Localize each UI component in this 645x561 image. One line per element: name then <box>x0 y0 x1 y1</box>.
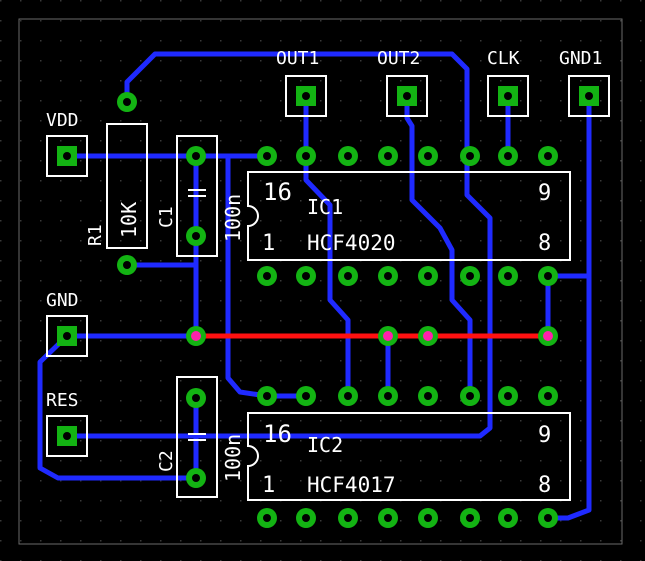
via-mid-2 <box>418 326 438 346</box>
c1-pad-2 <box>186 226 206 246</box>
out1-outline <box>285 75 327 117</box>
trace-r1-top <box>66 51 493 439</box>
c2-pad-1 <box>186 388 206 408</box>
ic2-pin-bottom-8 <box>538 508 558 528</box>
ic2-pin16-label: 16 <box>263 420 292 448</box>
r1-value: 10K <box>117 202 141 238</box>
ic1-pin16-label: 16 <box>263 178 292 206</box>
label-res: RES <box>46 390 79 411</box>
silkscreen-text: VDD GND RES OUT1 OUT2 CLK GND1 R1 10K C1… <box>46 48 602 498</box>
ic2-pin1-label: 1 <box>262 473 275 498</box>
r1-ref: R1 <box>85 224 106 246</box>
ic1-pin-bottom-1 <box>257 266 277 286</box>
label-clk: CLK <box>487 48 520 69</box>
pad-out1 <box>296 86 316 106</box>
ic2-pin-top-6 <box>460 386 480 406</box>
r1-pad-2 <box>117 255 137 275</box>
ic2-ref: IC2 <box>307 433 343 457</box>
c2-ref: C2 <box>156 450 177 472</box>
ic1-pin1-label: 1 <box>262 231 275 256</box>
r1-outline <box>106 123 148 249</box>
ic2-pin-top-4 <box>378 386 398 406</box>
trace-out2 <box>404 93 473 399</box>
c1-pad-1 <box>186 146 206 166</box>
ic1-pin-bottom-7 <box>498 266 518 286</box>
ic1-pin-top-4 <box>378 146 398 166</box>
ic1-pin-bottom-8 <box>538 266 558 286</box>
ic2-pin8-label: 8 <box>538 473 551 498</box>
c1-value: 100n <box>221 194 245 242</box>
ic2-pin9-label: 9 <box>538 423 551 448</box>
ic2-pin-top-7 <box>498 386 518 406</box>
c2-pad-2 <box>186 468 206 488</box>
pad-out2 <box>397 86 417 106</box>
silkscreen-outlines <box>46 75 610 501</box>
via-right <box>538 326 558 346</box>
ic1-pin-top-8 <box>538 146 558 166</box>
clk-outline <box>487 75 529 117</box>
ic1-outline <box>247 171 571 261</box>
ic2-pin-bottom-1 <box>257 508 277 528</box>
ic1-pin9-label: 9 <box>538 181 551 206</box>
ic1-pin-bottom-4 <box>378 266 398 286</box>
board-outline <box>18 18 623 545</box>
trace-ic1-pin16-ic2 <box>225 153 270 399</box>
ic2-pin-bottom-5 <box>418 508 438 528</box>
gnd1-outline <box>568 75 610 117</box>
ic2-pin-bottom-7 <box>498 508 518 528</box>
label-vdd: VDD <box>46 110 79 131</box>
c1-outline <box>176 135 218 257</box>
ic2-outline <box>247 412 571 501</box>
c2-value: 100n <box>221 434 245 482</box>
pad-clk <box>498 86 518 106</box>
label-gnd: GND <box>46 290 79 311</box>
ic2-pin-bottom-4 <box>378 508 398 528</box>
pad-res <box>57 426 77 446</box>
pad-vdd <box>57 146 77 166</box>
vdd-outline <box>46 135 88 177</box>
c2-outline <box>176 376 218 498</box>
label-out2: OUT2 <box>377 48 420 69</box>
ic2-pin-top-1 <box>257 386 277 406</box>
ic1-pin-bottom-2 <box>296 266 316 286</box>
ic1-pin-top-3 <box>338 146 358 166</box>
ic1-pin-top-7 <box>498 146 518 166</box>
ic1-ref: IC1 <box>307 195 343 219</box>
ic2-pin-bottom-3 <box>338 508 358 528</box>
via-c1-gnd <box>186 326 206 346</box>
out2-outline <box>386 75 428 117</box>
pads <box>57 86 599 446</box>
component-pads <box>117 92 558 528</box>
ic2-pin-bottom-6 <box>460 508 480 528</box>
ic1-pin-top-2 <box>296 146 316 166</box>
pad-gnd1 <box>579 86 599 106</box>
res-outline <box>46 415 88 457</box>
ic2-pin-bottom-2 <box>296 508 316 528</box>
ic1-pin-top-6 <box>460 146 480 166</box>
pad-gnd <box>57 326 77 346</box>
gnd-outline <box>46 315 88 357</box>
ic1-pin-top-5 <box>418 146 438 166</box>
via-mid-1 <box>378 326 398 346</box>
label-gnd1: GND1 <box>559 48 602 69</box>
ic2-pin-top-3 <box>338 386 358 406</box>
ic2-pin-top-5 <box>418 386 438 406</box>
ic1-part: HCF4020 <box>307 231 396 255</box>
ic1-pin8-label: 8 <box>538 231 551 256</box>
label-out1: OUT1 <box>276 48 319 69</box>
ic1-pin-bottom-5 <box>418 266 438 286</box>
c1-ref: C1 <box>156 206 177 228</box>
trace-gnd-res <box>37 333 199 481</box>
ic2-part: HCF4017 <box>307 473 396 497</box>
ic1-pin-bottom-6 <box>460 266 480 286</box>
ic1-pin-top-1 <box>257 146 277 166</box>
ic1-pin-bottom-3 <box>338 266 358 286</box>
ic2-pin-top-8 <box>538 386 558 406</box>
ic2-pin-top-2 <box>296 386 316 406</box>
r1-pad-1 <box>117 92 137 112</box>
